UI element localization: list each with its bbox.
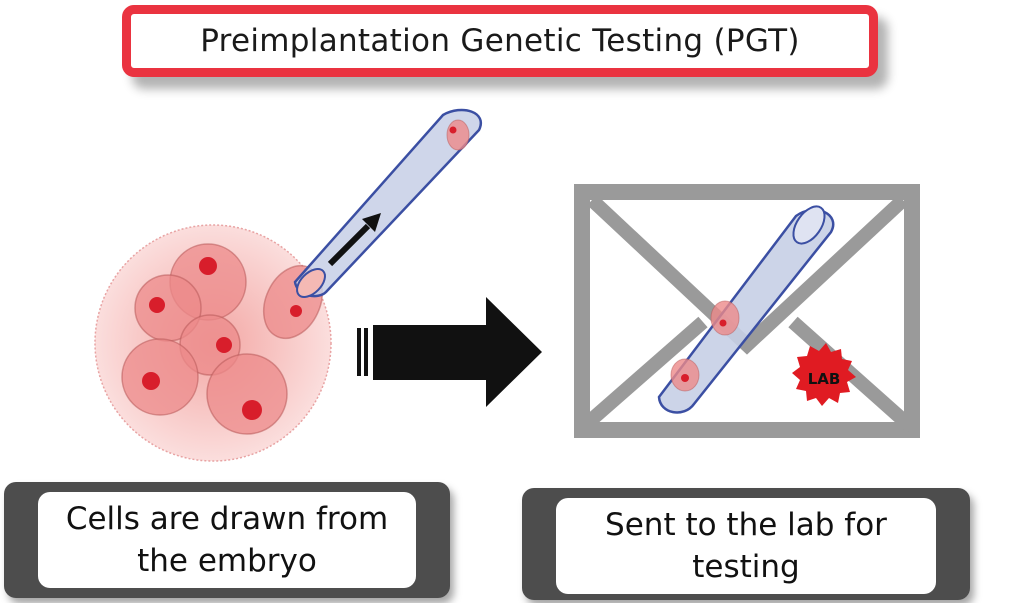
caption-draw-cells: Cells are drawn from the embryo (38, 492, 416, 588)
diagram-title: Preimplantation Genetic Testing (PGT) (200, 23, 800, 59)
lab-stamp-text: LAB (808, 370, 841, 388)
cell (206, 353, 288, 435)
embryo-cells (121, 243, 324, 435)
caption-frame-right: Sent to the lab for testing (522, 488, 970, 600)
envelope (574, 184, 920, 438)
cell (121, 338, 199, 416)
sample-tube (657, 205, 835, 414)
caption-sent-to-lab: Sent to the lab for testing (556, 498, 936, 594)
cell-nuclei (142, 257, 302, 420)
suction-arrow (327, 213, 381, 267)
process-arrow (357, 297, 542, 407)
embryo (94, 224, 332, 462)
title-banner: Preimplantation Genetic Testing (PGT) (122, 5, 878, 77)
lab-stamp: LAB (792, 343, 856, 406)
sample-cell (710, 300, 740, 336)
biopsy-pipette (293, 108, 483, 298)
caption-frame-left: Cells are drawn from the embryo (4, 482, 450, 598)
